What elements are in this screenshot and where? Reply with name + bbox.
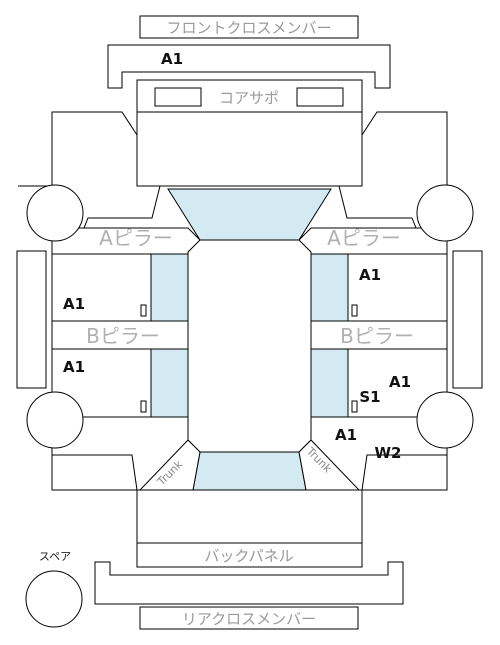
left-side-sill <box>16 250 47 389</box>
roof <box>187 239 312 453</box>
core-support-label: コアサポ <box>219 89 279 107</box>
code-front-member: A1 <box>161 50 183 68</box>
left-front-wheel <box>26 184 84 242</box>
code-left-rear-door: A1 <box>63 358 85 376</box>
spare-tire <box>25 570 83 628</box>
code-right-rear-door-s1: S1 <box>359 388 380 406</box>
code-right-rear-quarter: A1 <box>389 373 411 391</box>
right-rear-handle <box>351 400 358 413</box>
left-front-window <box>150 253 189 322</box>
right-headlight <box>296 87 344 107</box>
rear-window <box>192 451 307 491</box>
left-rear-handle <box>140 400 147 413</box>
trunk-lid <box>136 489 363 544</box>
right-b-pillar-label: Bピラー <box>340 324 414 348</box>
left-headlight <box>154 87 202 107</box>
front-cross-member-box <box>139 15 359 39</box>
front-cross-member-label: フロントクロスメンバー <box>166 19 331 37</box>
right-front-window <box>310 253 349 322</box>
rear-cross-member-label: リアクロスメンバー <box>182 610 316 628</box>
left-b-pillar-label: Bピラー <box>86 324 160 348</box>
right-side-sill <box>452 250 483 389</box>
code-left-front-door: A1 <box>63 295 85 313</box>
right-rear-wheel <box>416 391 474 449</box>
right-c-pillar <box>298 439 361 491</box>
hood <box>136 112 363 187</box>
code-right-rear-fender: A1 <box>335 426 357 444</box>
rear-member-bracket <box>94 561 404 605</box>
rear-cross-member-box <box>139 606 359 630</box>
core-support-area <box>136 79 363 113</box>
code-right-rear-w2: W2 <box>375 444 402 462</box>
back-panel-label: バックパネル <box>204 547 293 565</box>
left-a-pillar-label: Aピラー <box>99 226 173 250</box>
left-c-pillar <box>138 439 201 491</box>
code-right-front-door: A1 <box>359 266 381 284</box>
back-panel-box <box>136 542 363 568</box>
front-member-bracket <box>107 44 391 89</box>
left-front-handle <box>140 304 147 317</box>
right-front-wheel <box>416 184 474 242</box>
right-rear-window <box>310 348 349 418</box>
left-rear-window <box>150 348 189 418</box>
spare-label: スペア <box>39 550 71 563</box>
right-front-handle <box>351 304 358 317</box>
right-a-pillar-label: Aピラー <box>327 226 401 250</box>
left-rear-wheel <box>26 391 84 449</box>
